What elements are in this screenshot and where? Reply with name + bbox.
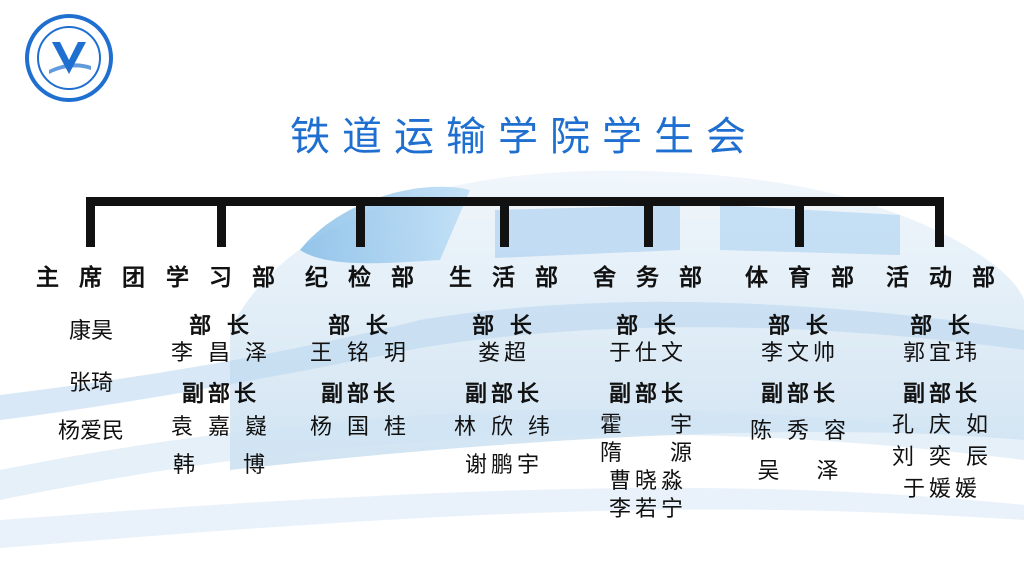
page-title: 铁道运输学院学生会: [290, 114, 758, 160]
dept-sports: 体 育 部 部 长 李文帅 副部长 陈 秀 容 吴 泽: [745, 258, 855, 486]
head-name: 郭宜玮: [902, 341, 981, 366]
head-label: 部 长: [189, 313, 253, 339]
deputy-name: 吴 泽: [757, 459, 843, 484]
dept-name: 生 活 部: [449, 264, 565, 291]
org-connector-6: [795, 197, 804, 247]
member-name: 张琦: [68, 371, 113, 396]
deputy-name: 曹晓淼: [608, 469, 687, 494]
org-connector-3: [356, 197, 365, 247]
dept-dormitory: 舍 务 部 部 长 于仕文 副部长 霍 宇 隋 源 曹晓淼 李若宁: [593, 258, 703, 524]
head-label: 部 长: [910, 313, 974, 339]
deputy-label: 副部长: [464, 381, 543, 407]
dept-discipline: 纪 检 部 部 长 王 铭 玥 副部长 杨 国 桂: [305, 258, 415, 442]
org-connector-5: [644, 197, 653, 247]
member-name: 康昊: [68, 319, 113, 344]
org-connector-4: [500, 197, 509, 247]
deputy-name: 杨 国 桂: [310, 415, 410, 440]
dept-life: 生 活 部 部 长 娄超 副部长 林 欣 纬 谢鹏宇: [449, 258, 559, 480]
head-name: 李文帅: [760, 341, 839, 366]
head-name: 娄超: [477, 341, 530, 366]
org-connector-horizontal: [86, 197, 944, 206]
deputy-name: 孔 庆 如: [892, 413, 992, 438]
dept-name: 主 席 团: [36, 264, 152, 291]
deputy-label: 副部长: [902, 381, 981, 407]
deputy-name: 林 欣 纬: [454, 415, 554, 440]
org-connector-7: [935, 197, 944, 247]
dept-activities: 活 动 部 部 长 郭宜玮 副部长 孔 庆 如 刘 奕 辰 于媛媛: [886, 258, 998, 504]
deputy-name: 于媛媛: [902, 477, 981, 502]
deputy-label: 副部长: [760, 381, 839, 407]
deputy-name: 陈 秀 容: [750, 419, 850, 444]
deputy-name: 隋 源: [600, 441, 696, 466]
deputy-name: 韩 博: [173, 453, 269, 478]
deputy-name: 谢鹏宇: [464, 453, 543, 478]
dept-name: 体 育 部: [745, 264, 861, 291]
dept-name: 舍 务 部: [593, 264, 709, 291]
head-label: 部 长: [472, 313, 536, 339]
deputy-name: 霍 宇: [600, 413, 696, 438]
dept-presidium: 主 席 团 康昊 张琦 杨爱民: [36, 258, 146, 456]
org-connector-2: [217, 197, 226, 247]
deputy-label: 副部长: [608, 381, 687, 407]
dept-name: 纪 检 部: [305, 264, 421, 291]
head-label: 部 长: [328, 313, 392, 339]
deputy-name: 袁 嘉 嶷: [171, 415, 271, 440]
deputy-label: 副部长: [320, 381, 399, 407]
head-name: 于仕文: [608, 341, 687, 366]
head-name: 李 昌 泽: [171, 341, 271, 366]
deputy-name: 李若宁: [608, 497, 687, 522]
deputy-name: 刘 奕 辰: [892, 445, 992, 470]
dept-name: 活 动 部: [886, 264, 1002, 291]
head-name: 王 铭 玥: [310, 341, 410, 366]
org-connector-1: [86, 197, 95, 247]
dept-study: 学 习 部 部 长 李 昌 泽 副部长 袁 嘉 嶷 韩 博: [166, 258, 276, 480]
head-label: 部 长: [616, 313, 680, 339]
deputy-label: 副部长: [181, 381, 260, 407]
member-name: 杨爱民: [57, 419, 124, 444]
dept-name: 学 习 部: [166, 264, 282, 291]
school-emblem-icon: [25, 14, 113, 102]
head-label: 部 长: [768, 313, 832, 339]
